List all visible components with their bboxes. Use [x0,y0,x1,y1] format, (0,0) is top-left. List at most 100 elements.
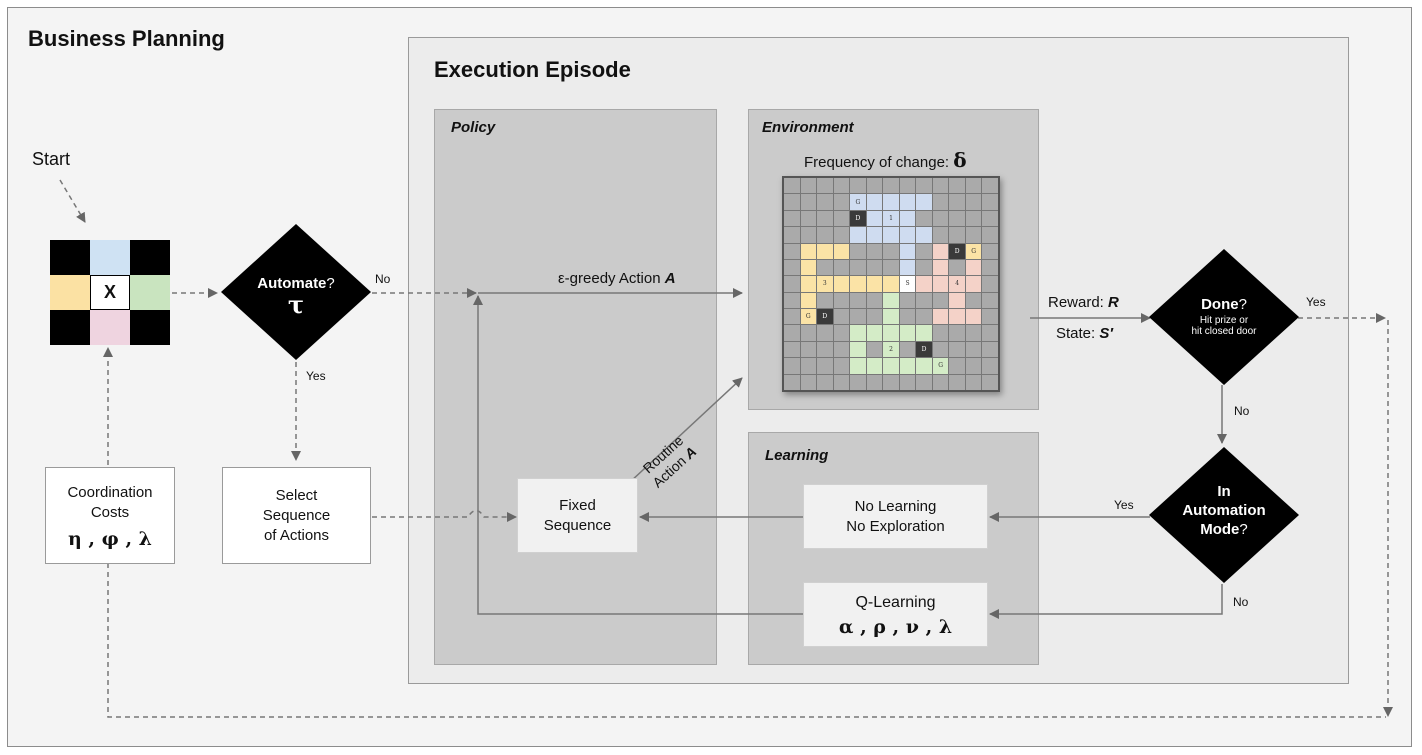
grid-cell [833,194,850,210]
coordination-line1: Coordination [67,483,153,501]
automation-mode-line2: Automation [1182,502,1266,519]
grid-cell [916,259,932,276]
grid-cell [965,358,982,374]
grid-cell [965,374,982,390]
start-label: Start [32,149,71,169]
coordination-symbols: η , φ , λ [67,527,152,550]
select-line2: Sequence [262,506,331,524]
business-planning-title: Business Planning [28,26,225,51]
grid-cell [800,227,817,243]
grid-cell [949,259,965,276]
q-learning-box: Q-Learning α , ρ , ν , λ [803,582,988,647]
grid-cell [965,210,982,227]
grid-cell [916,243,932,259]
frequency-label: Frequency of change: δ [804,148,967,172]
icon-corner [130,310,170,345]
grid-cell [932,259,949,276]
grid-cell [949,292,965,309]
grid-cell [800,178,817,194]
learning-title: Learning [765,447,829,464]
grid-cell [833,325,850,341]
grid-cell [965,178,982,194]
grid-cell [916,374,932,390]
grid-cell [866,341,883,358]
icon-corner [50,240,90,275]
grid-cell [982,276,998,292]
grid-cell [982,292,998,309]
grid-cell [916,309,932,325]
grid-cell [833,259,850,276]
grid-cell [982,259,998,276]
grid-cell [982,309,998,325]
grid-cell [866,227,883,243]
state-label: State: S′ [1056,325,1113,342]
grid-cell [916,227,932,243]
grid-cell [817,243,833,259]
automate-question: Automate? [236,274,356,293]
icon-center: X [90,275,130,310]
grid-cell [817,210,833,227]
grid-cell [899,374,916,390]
grid-cell [883,227,899,243]
grid-cell [784,341,800,358]
grid-cell [982,210,998,227]
grid-cell [784,358,800,374]
grid-cell [899,309,916,325]
grid-cell: D [916,341,932,358]
grid-cell [833,178,850,194]
grid-cell [800,341,817,358]
grid-cell [949,309,965,325]
grid-cell [850,178,866,194]
grid-cell [916,358,932,374]
grid-cell [949,374,965,390]
grid-cell [866,309,883,325]
grid-cell [899,210,916,227]
automate-suffix: ? [326,275,335,292]
icon-bottom [90,310,130,345]
grid-cell [833,276,850,292]
grid-cell [800,259,817,276]
grid-cell [800,210,817,227]
no-learning-line1: No Learning [854,497,937,515]
grid-cell [899,194,916,210]
grid-cell [800,292,817,309]
grid-cell: D [949,243,965,259]
coordination-line2: Costs [90,503,130,521]
grid-cell [850,341,866,358]
done-title: Done [1201,296,1239,313]
icon-top [90,240,130,275]
grid-cell [916,292,932,309]
grid-cell [800,374,817,390]
grid-cell [982,194,998,210]
grid-cell [883,178,899,194]
grid-cell: G [850,194,866,210]
grid-cell: G [932,358,949,374]
fixed-line2: Sequence [543,516,612,534]
grid-cell [949,194,965,210]
grid-cell: G [800,309,817,325]
grid-cell [800,243,817,259]
grid-cell [784,227,800,243]
grid-cell [965,341,982,358]
grid-cell [784,259,800,276]
grid-cell [949,210,965,227]
grid-cell [833,292,850,309]
done-question: Done? [1164,295,1284,314]
automate-diamond [221,224,371,360]
grid-cell [817,374,833,390]
automation-mode-line1: In [1217,483,1231,500]
grid-cell [833,309,850,325]
done-sub2: hit closed door [1191,326,1257,337]
grid-cell [784,276,800,292]
automation-mode-line3: Mode [1200,521,1240,538]
grid-cell: 4 [949,276,965,292]
grid-cell [866,292,883,309]
automate-no-label: No [375,272,391,286]
grid-cell [784,243,800,259]
grid-cell [833,374,850,390]
grid-cell [899,292,916,309]
egreedy-text: ε-greedy Action [558,270,665,287]
done-suffix: ? [1238,296,1247,313]
grid-cell [932,227,949,243]
coordination-costs-box: Coordination Costs η , φ , λ [45,467,175,564]
